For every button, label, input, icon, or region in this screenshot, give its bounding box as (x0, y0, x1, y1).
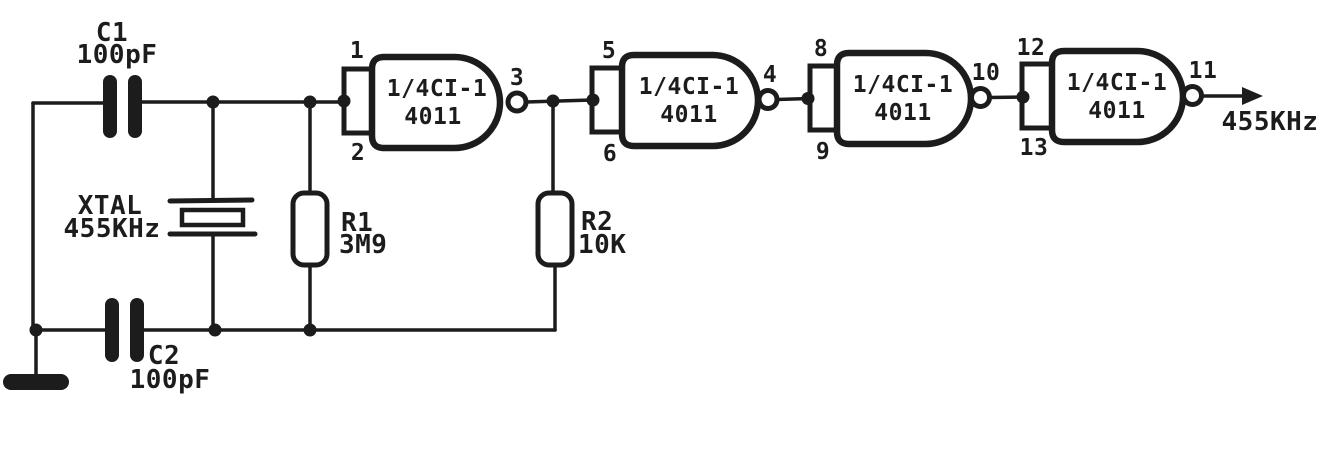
resistor-r1: R1 3M9 (290, 190, 387, 268)
gate2-pin-top: 5 (602, 38, 616, 64)
c1-value-label: 100pF (77, 40, 158, 70)
nand-gate-4: 1/4CI-1 4011 12 13 11 (1017, 35, 1218, 161)
gate4-inverter-bubble (1181, 84, 1204, 107)
wire-gate3-to-gate4 (987, 95, 1024, 100)
junction-dot (206, 95, 220, 109)
capacitor-c2: C2 100pF (105, 298, 210, 395)
gate4-pin-top: 12 (1017, 35, 1046, 61)
output-arrow (1199, 87, 1263, 105)
gate3-inverter-bubble (969, 86, 992, 109)
gate3-body (833, 49, 975, 148)
output-frequency-label: 455KHz (1222, 107, 1317, 137)
c2-plate-right (130, 298, 144, 362)
gate1-body (368, 53, 504, 152)
gate3-pin-out: 10 (972, 60, 1001, 86)
junction-dot (546, 94, 560, 108)
xtal-plate-top (167, 197, 255, 204)
xtal-body (179, 207, 246, 228)
ground-bar (3, 374, 69, 390)
r2-body (535, 190, 575, 268)
gate1-pin-top: 1 (350, 38, 364, 64)
gate4-label-part: 4011 (1088, 98, 1145, 124)
gate2-inverter-bubble (756, 88, 780, 111)
xtal-value-label: 455KHz (64, 214, 161, 244)
c2-plate-left (105, 298, 119, 362)
gate3-pin-bottom: 9 (816, 139, 830, 165)
r2-ref-label: R2 (581, 207, 613, 237)
nand-gate-1: 1/4CI-1 4011 1 2 3 (341, 38, 529, 166)
c2-ref-label: C2 (148, 341, 180, 371)
output-arrow-head (1242, 87, 1263, 105)
junction-dot (208, 323, 222, 337)
crystal-xtal: XTAL 455KHz (64, 191, 258, 244)
gate2-body (618, 51, 762, 150)
c1-plate-left (103, 75, 117, 138)
gate3-label-part: 4011 (874, 100, 931, 126)
ground-symbol (3, 374, 69, 390)
junction-dot (303, 95, 317, 109)
gate2-label-part: 4011 (660, 102, 717, 128)
gate2-label-fraction: 1/4CI-1 (639, 74, 739, 100)
c2-value-label: 100pF (130, 365, 211, 395)
gate3-label-fraction: 1/4CI-1 (853, 72, 953, 98)
r2-value-label: 10K (578, 230, 626, 260)
junction-dot (29, 323, 43, 337)
gate4-pin-out: 11 (1189, 58, 1218, 84)
r1-ref-label: R1 (341, 208, 373, 238)
gate3-pin-top: 8 (814, 36, 828, 62)
gate1-inverter-bubble (505, 90, 529, 114)
resistor-r2: R2 10K (535, 190, 626, 268)
junction-dot (303, 323, 317, 337)
gate1-label-part: 4011 (404, 104, 461, 130)
capacitor-c1: C1 100pF (77, 18, 158, 138)
r1-value-label: 3M9 (339, 230, 387, 260)
gate1-pin-out: 3 (510, 65, 524, 91)
nand-gate-3: 1/4CI-1 4011 8 9 10 (807, 36, 1001, 165)
gate2-pin-bottom: 6 (603, 141, 617, 167)
c1-ref-label: C1 (96, 18, 128, 48)
gate1-label-fraction: 1/4CI-1 (387, 76, 487, 102)
gate2-pin-out: 4 (763, 62, 777, 88)
nand-gate-2: 1/4CI-1 4011 5 6 4 (589, 38, 780, 167)
r1-body (290, 190, 330, 268)
gate1-pin-bottom: 2 (351, 140, 365, 166)
gate4-body (1048, 47, 1187, 146)
gate4-label-fraction: 1/4CI-1 (1067, 70, 1167, 96)
c1-plate-right (128, 75, 142, 138)
gate4-pin-bottom: 13 (1020, 135, 1049, 161)
wires (31, 95, 1024, 376)
xtal-ref-label: XTAL (78, 191, 143, 221)
